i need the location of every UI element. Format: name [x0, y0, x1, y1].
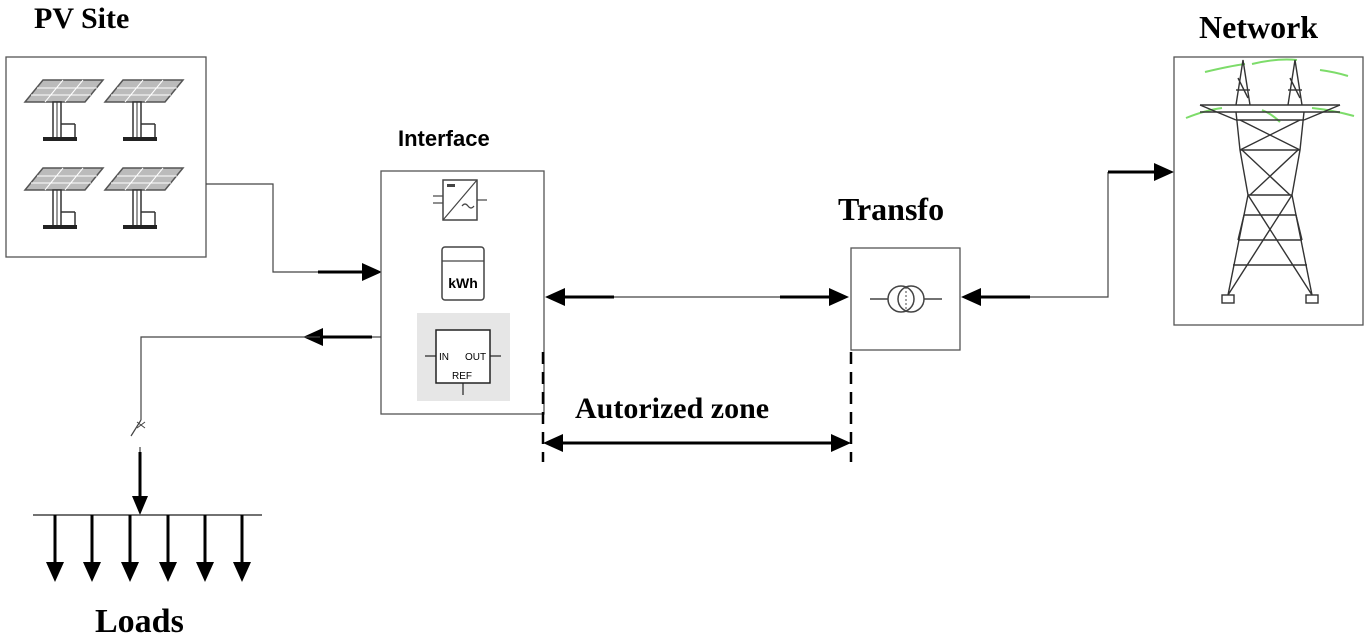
transfo-label: Transfo [838, 191, 944, 227]
network-to-transfo-arrow [961, 163, 1174, 306]
energy-meter-icon: kWh [441, 246, 485, 301]
controller-block-icon: IN OUT REF [417, 313, 510, 401]
interface-box: kWh IN OUT REF [380, 170, 545, 415]
controller-out-label: OUT [465, 352, 486, 363]
transformer-icon [870, 285, 942, 313]
loads-label: Loads [95, 603, 184, 640]
controller-ref-label: REF [452, 371, 472, 382]
load-arrow [46, 515, 64, 582]
interface-label: Interface [398, 126, 490, 151]
load-arrow [83, 515, 101, 582]
interface-to-loads-arrow [140, 328, 381, 420]
meter-kwh-text: kWh [448, 275, 478, 291]
network-label: Network [1199, 9, 1318, 45]
load-arrow [159, 515, 177, 582]
autorized-zone-marker [541, 352, 853, 462]
interface-transfo-link [545, 288, 849, 306]
transfo-box [850, 247, 961, 351]
pv-site-label: PV Site [34, 2, 129, 35]
switch-icon [130, 419, 148, 515]
transmission-pylon-icon [1185, 58, 1355, 304]
load-arrow [233, 515, 251, 582]
pv-site-box [5, 56, 207, 258]
autorized-zone-label: Autorized zone [575, 392, 769, 425]
load-arrow [121, 515, 139, 582]
controller-in-label: IN [439, 352, 449, 363]
load-arrow [196, 515, 214, 582]
loads-bus [33, 514, 262, 582]
pv-to-interface-arrow [206, 183, 382, 281]
network-box [1173, 56, 1364, 326]
inverter-icon [433, 179, 487, 221]
